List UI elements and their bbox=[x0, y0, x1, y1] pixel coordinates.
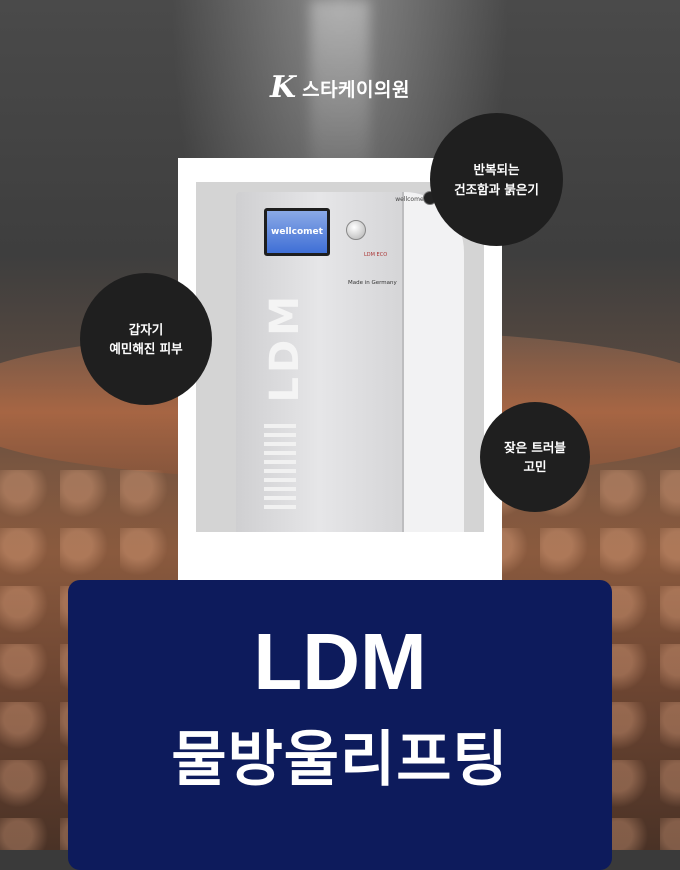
bubble-line: 갑자기 bbox=[128, 321, 164, 337]
bubble-line: 고민 bbox=[523, 459, 547, 474]
device-model-tag: LDM ECO bbox=[364, 252, 388, 258]
bubble-line: 예민해진 피부 bbox=[109, 341, 183, 356]
device-stripes bbox=[264, 424, 296, 514]
device-knob bbox=[346, 220, 366, 240]
device-photo: wellcomet wellcomet LDM ECO Made in Germ… bbox=[196, 182, 484, 532]
device-brand: wellcomet bbox=[395, 196, 426, 203]
ldm-device: wellcomet wellcomet LDM ECO Made in Germ… bbox=[236, 192, 464, 532]
main-subtitle: 물방울리프팅 bbox=[171, 725, 509, 795]
clinic-name: 스타케이의원 bbox=[302, 78, 410, 101]
made-in-label: Made in Germany bbox=[348, 280, 397, 286]
bubble-line: 반복되는 bbox=[473, 162, 520, 178]
concern-bubble-dryness: 반복되는 건조함과 붉은기 bbox=[430, 113, 563, 246]
concern-bubble-sensitive: 갑자기 예민해진 피부 bbox=[80, 273, 212, 405]
bubble-line: 잦은 트러블 bbox=[504, 439, 566, 455]
device-screen-display: wellcomet bbox=[267, 211, 327, 253]
device-side-panel bbox=[402, 192, 464, 532]
logo-k-icon: K bbox=[270, 70, 297, 105]
device-screen: wellcomet bbox=[264, 208, 330, 256]
bubble-line: 건조함과 붉은기 bbox=[454, 181, 539, 197]
device-ldm-label: LDM bbox=[262, 292, 308, 403]
concern-bubble-trouble: 잦은 트러블 고민 bbox=[480, 402, 590, 512]
clinic-logo: K 스타케이의원 bbox=[0, 73, 680, 103]
device-photo-frame: wellcomet wellcomet LDM ECO Made in Germ… bbox=[178, 158, 502, 598]
title-panel bbox=[68, 580, 612, 870]
main-title: LDM bbox=[253, 617, 427, 706]
